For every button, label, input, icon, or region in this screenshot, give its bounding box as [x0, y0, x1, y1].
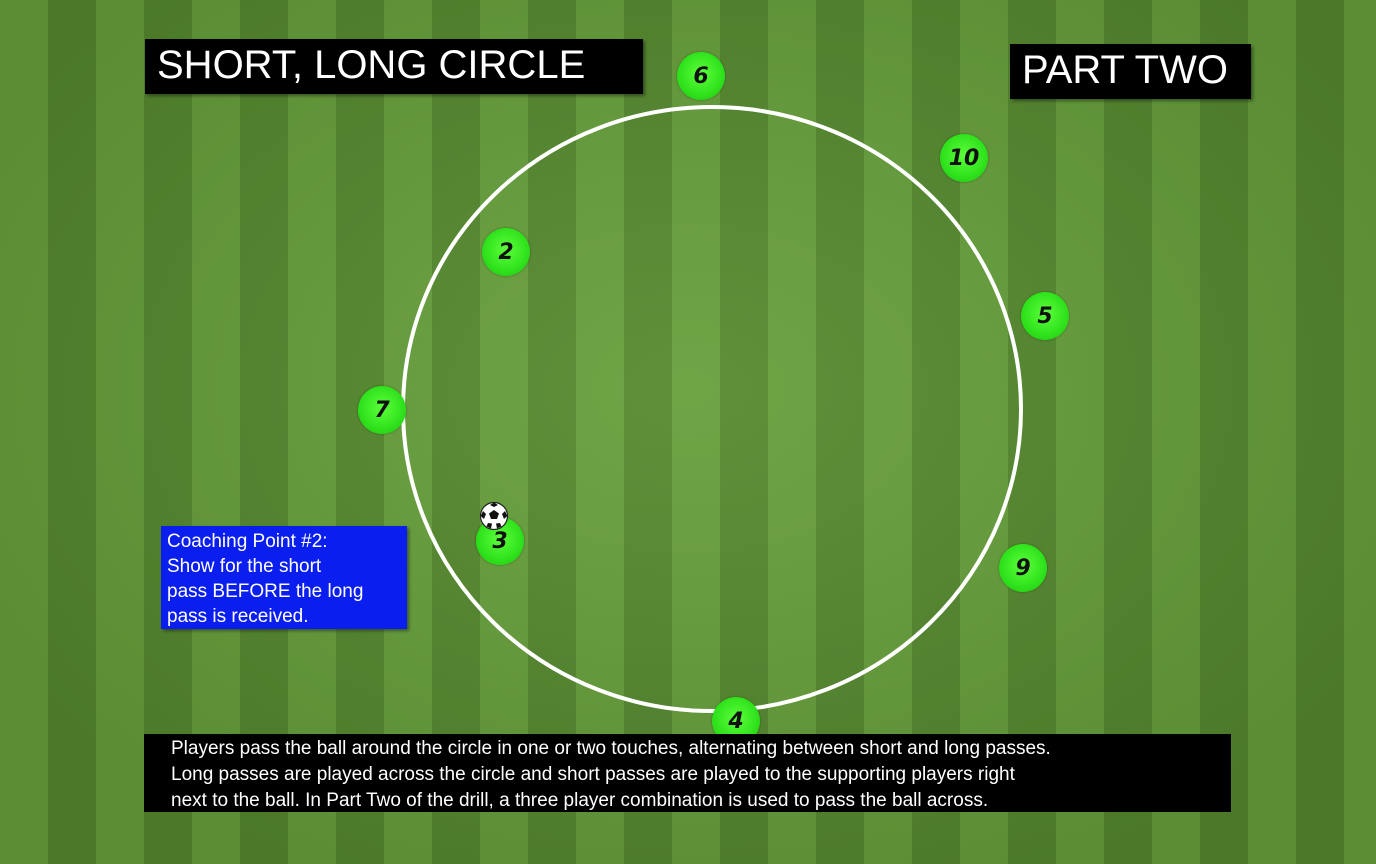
- coaching-point-line: pass BEFORE the long: [167, 581, 364, 602]
- coaching-point-line: pass is received.: [167, 606, 309, 627]
- player-5[interactable]: 5: [1021, 292, 1069, 340]
- player-9[interactable]: 9: [999, 544, 1047, 592]
- soccer-ball-icon[interactable]: [479, 501, 509, 531]
- description-line: Long passes are played across the circle…: [171, 764, 1015, 785]
- coaching-point-line: Coaching Point #2:: [167, 531, 328, 552]
- player-7[interactable]: 7: [358, 386, 406, 434]
- drill-description-box: Players pass the ball around the circle …: [144, 734, 1231, 812]
- part-label: PART TWO: [1010, 44, 1251, 99]
- player-2[interactable]: 2: [482, 228, 530, 276]
- player-6[interactable]: 6: [677, 52, 725, 100]
- coaching-point-box: Coaching Point #2: Show for the short pa…: [161, 526, 407, 629]
- drill-title: SHORT, LONG CIRCLE: [145, 39, 643, 94]
- description-line: next to the ball. In Part Two of the dri…: [171, 790, 989, 811]
- coaching-point-line: Show for the short: [167, 556, 322, 577]
- player-10[interactable]: 10: [940, 134, 988, 182]
- description-line: Players pass the ball around the circle …: [171, 738, 1051, 759]
